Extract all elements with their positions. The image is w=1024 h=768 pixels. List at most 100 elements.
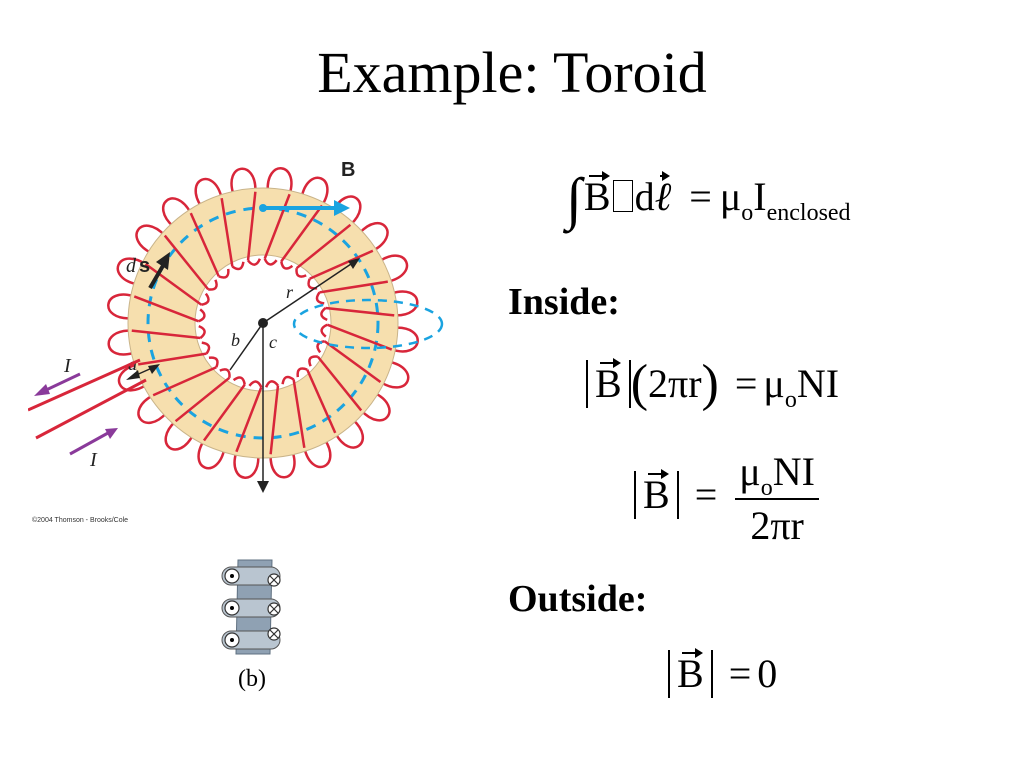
winding-inner-hook xyxy=(247,258,262,266)
label-c: c xyxy=(269,332,277,352)
winding-wire xyxy=(152,366,217,397)
winding-inner-hook xyxy=(248,380,263,388)
wire-row-1 xyxy=(221,566,281,587)
vector-B: B xyxy=(595,358,622,406)
outside-heading: Outside: xyxy=(508,578,648,620)
differential-d: d xyxy=(634,174,655,219)
winding-loop xyxy=(164,420,195,451)
abs-B: B xyxy=(586,358,631,408)
winding-loop xyxy=(334,418,365,449)
winding-inner-hook xyxy=(320,323,328,338)
winding-wire xyxy=(295,223,352,270)
zero: 0 xyxy=(757,651,778,696)
enclosed-subscript: enclosed xyxy=(766,200,851,226)
current-I: I xyxy=(753,174,767,219)
winding-wire xyxy=(174,376,231,423)
winding-wire xyxy=(309,249,374,280)
mu: μ xyxy=(763,361,785,406)
winding-loop xyxy=(135,224,166,255)
winding-loop xyxy=(360,391,391,422)
b-field-arrow xyxy=(259,200,350,216)
winding-inner-hook xyxy=(232,376,246,385)
winding-inner-hook xyxy=(315,291,325,305)
winding-inner-hook xyxy=(218,268,230,279)
label-I-out: I xyxy=(63,355,72,377)
winding-loop xyxy=(266,167,293,195)
contour-integral-symbol: ∫ xyxy=(566,166,582,231)
missing-glyph-box xyxy=(612,180,633,212)
copyright: ©2004 Thomson - Brooks/Cole xyxy=(32,516,128,524)
winding-inner-hook xyxy=(201,341,211,355)
winding-wire xyxy=(189,212,220,277)
winding-wire xyxy=(280,204,324,263)
winding-wire xyxy=(220,198,234,267)
winding-wire xyxy=(325,306,395,317)
winding-wire xyxy=(292,379,306,448)
outer-amperian-loop xyxy=(292,298,444,350)
caption-b: (b) xyxy=(238,666,266,692)
winding-wire xyxy=(269,385,280,455)
winding-inner-hook xyxy=(308,355,318,367)
radius-r xyxy=(262,261,355,324)
winding-loop xyxy=(230,167,257,196)
vector-B: B xyxy=(583,171,611,219)
label-ds-d: d xyxy=(126,255,137,277)
winding-wire xyxy=(323,340,382,384)
mu: μ xyxy=(719,174,742,219)
vector-l: ℓ xyxy=(654,171,672,219)
winding-loop xyxy=(116,257,147,286)
wire-row-3 xyxy=(221,627,281,650)
winding-inner-hook xyxy=(198,324,206,339)
winding-wire xyxy=(319,280,388,294)
NI: NI xyxy=(796,361,840,406)
winding-back-loops xyxy=(107,167,419,479)
winding-loop xyxy=(269,450,296,479)
winding-wire xyxy=(316,355,363,412)
winding-loop xyxy=(300,176,329,207)
winding-inner-hook xyxy=(281,375,295,385)
fraction-numerator: μoNI xyxy=(735,452,819,500)
winding-inner-hook xyxy=(208,356,219,368)
winding-loop xyxy=(137,394,168,425)
winding-inner-hook xyxy=(295,268,307,278)
current-arrow-in xyxy=(69,428,118,456)
winding-loop xyxy=(194,177,223,208)
mu-subscript: o xyxy=(760,475,773,501)
radius-b xyxy=(229,322,264,371)
winding-inner-hook xyxy=(316,340,325,354)
winding-inner-hook xyxy=(280,261,294,270)
label-r: r xyxy=(286,282,294,302)
winding-loop xyxy=(107,293,135,320)
winding-loop xyxy=(197,439,226,470)
equals-sign: = xyxy=(734,361,758,406)
winding-wire xyxy=(131,329,201,340)
winding-inner-hook xyxy=(208,279,218,291)
winding-inner-hook xyxy=(201,292,210,306)
inside-heading: Inside: xyxy=(508,281,620,323)
winding-wire xyxy=(163,234,210,291)
cross-section-diagram: (b) xyxy=(221,559,281,692)
winding-loop xyxy=(390,290,419,317)
label-I-in: I xyxy=(89,449,98,471)
label-B: B xyxy=(341,159,355,181)
winding-wire xyxy=(138,352,207,366)
winding-wire xyxy=(326,323,393,351)
winding-wire xyxy=(263,193,291,260)
winding-inner-hook xyxy=(219,368,231,378)
NI: NI xyxy=(772,449,815,494)
winding-wire xyxy=(133,295,200,323)
cross-section-figure: (b) xyxy=(212,558,292,698)
fraction: μoNI 2πr xyxy=(735,452,819,546)
mu: μ xyxy=(739,449,761,494)
winding-loop xyxy=(161,197,192,228)
slide-title: Example: Toroid xyxy=(317,40,707,105)
winding-loop xyxy=(107,329,136,356)
label-ds-s: s xyxy=(139,255,150,277)
winding-inner-hook xyxy=(296,367,308,378)
mu-subscript: o xyxy=(741,200,754,226)
mu-subscript: o xyxy=(784,387,797,413)
winding-loop xyxy=(233,451,260,479)
lead-wire-2 xyxy=(35,378,147,440)
vector-B: B xyxy=(677,648,704,696)
winding-loop xyxy=(117,363,148,392)
